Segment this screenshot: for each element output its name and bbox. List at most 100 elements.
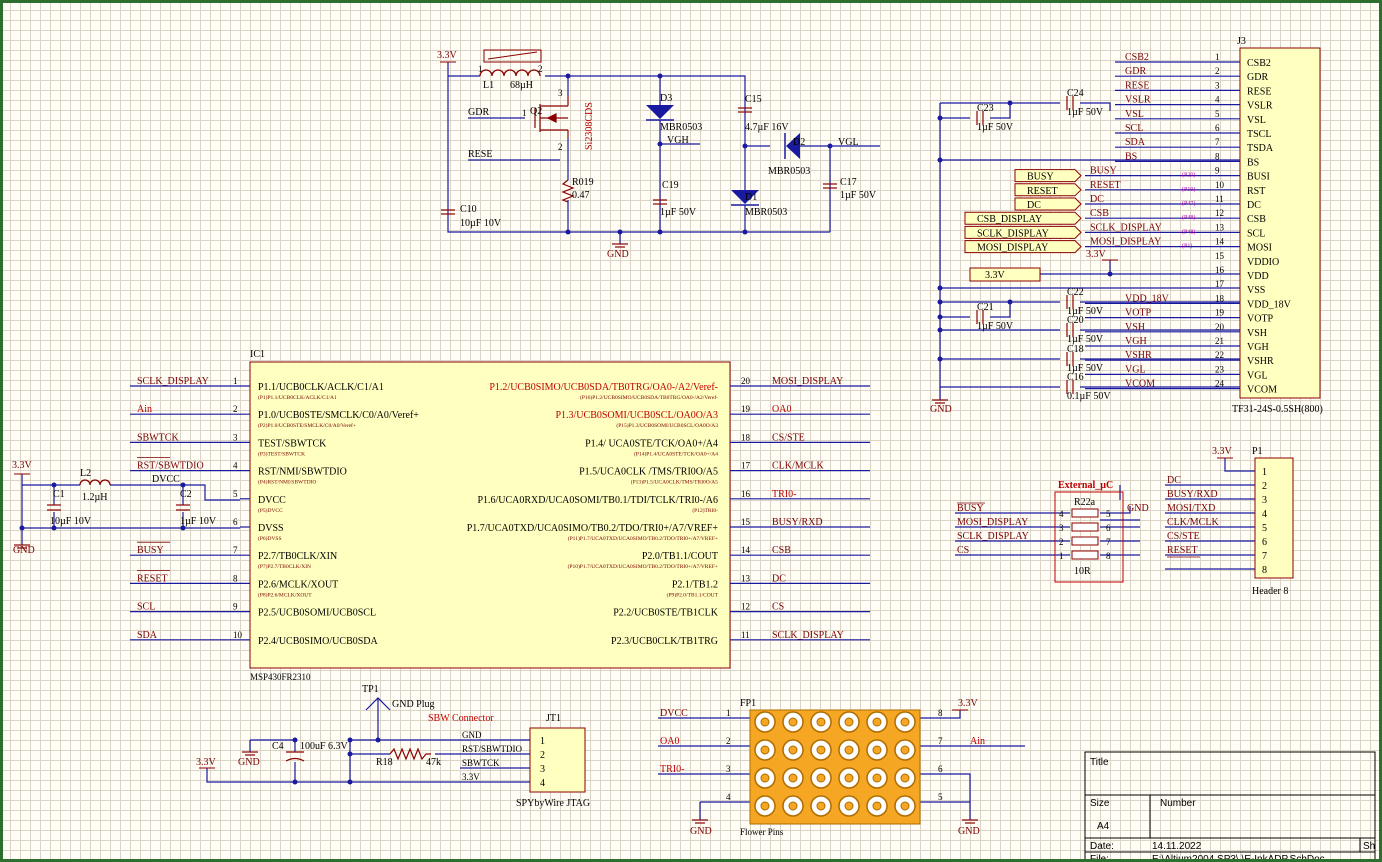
port-busy-label: BUSY bbox=[1027, 172, 1054, 183]
junctions-ic bbox=[19, 482, 186, 531]
c18-value: 1µF 50V bbox=[1067, 363, 1104, 374]
ic1-pin-13-number: 13 bbox=[741, 573, 751, 583]
flower-pad-0-1 bbox=[788, 717, 798, 727]
j3-pin-18-name: VDD_18V bbox=[1247, 299, 1292, 310]
ic1-pin-11-number: 11 bbox=[741, 630, 750, 640]
j3-pin-12-name: CSB bbox=[1247, 214, 1266, 225]
ic1-pin-1-label: P1.1/UCB0CLK/ACLK/C1/A1 bbox=[258, 382, 384, 393]
c4-value: 100uF 6.3V bbox=[300, 741, 349, 752]
power-3v3-p1: 3.3V bbox=[1212, 446, 1233, 457]
ic1-pin-8-number: 8 bbox=[233, 573, 238, 583]
j3-pin-3-name: RESE bbox=[1247, 86, 1271, 97]
capacitor-c10 bbox=[441, 209, 455, 215]
flower-pad-1-3 bbox=[844, 745, 854, 755]
ic1-net-9: SCL bbox=[137, 602, 155, 613]
r22a-element-2 bbox=[1071, 536, 1099, 546]
ic1-pin-20-sub: (P16)P1.2/UCB0SIMO/UCB0SDA/TB0TRG/OA0-/A… bbox=[580, 394, 718, 401]
jt1-pin-1: 1 bbox=[540, 736, 545, 747]
fp1-ref: FP1 bbox=[740, 698, 756, 709]
date-label: Date: bbox=[1090, 841, 1114, 852]
flower-pad-3-1 bbox=[788, 801, 798, 811]
j3-net-18: VDD_18V bbox=[1125, 293, 1170, 304]
gnd-label-j3: GND bbox=[930, 404, 952, 415]
j3-pin-2-name: GDR bbox=[1247, 72, 1268, 83]
r019-ref: R019 bbox=[572, 177, 594, 188]
jt1-net-3: SBWTCK bbox=[462, 758, 500, 768]
j3-pin-19-name: VOTP bbox=[1247, 314, 1274, 325]
p1-pin-8: 8 bbox=[1262, 565, 1267, 576]
j3-net-3: RESE bbox=[1125, 80, 1149, 91]
tp1-symbol bbox=[365, 697, 391, 711]
flower-pad-0-3 bbox=[844, 717, 854, 727]
j3-pin-1-name: CSB2 bbox=[1247, 58, 1271, 69]
l2-ref: L2 bbox=[80, 468, 91, 479]
fp1-pin-6: 6 bbox=[938, 764, 943, 774]
ic1-pin-9-label: P2.5/UCB0SOMI/UCB0SCL bbox=[258, 608, 376, 619]
r22a-value: 10R bbox=[1074, 566, 1091, 577]
c19-value: 1µF 50V bbox=[660, 207, 697, 218]
p1-net-7: RESET bbox=[1167, 545, 1198, 556]
l1-ref: L1 bbox=[483, 80, 494, 91]
ic1-pin-11-label: P2.3/UCB0CLK/TB1TRG bbox=[611, 636, 718, 647]
d1-ref: D1 bbox=[745, 192, 757, 203]
j3-pin-19-number: 19 bbox=[1215, 308, 1225, 318]
j3-net-12: CSB bbox=[1090, 208, 1109, 219]
ic1-pin-8-label: P2.6/MCLK/XOUT bbox=[258, 579, 338, 590]
c20-value: 1µF 50V bbox=[1067, 334, 1104, 345]
j3-pin-20-number: 20 bbox=[1215, 322, 1225, 332]
ic1-pin-13-sub: (P9)P2.0/TB1.1/COUT bbox=[667, 591, 719, 598]
flower-pad-0-0 bbox=[760, 717, 770, 727]
ic1-pin-20-number: 20 bbox=[741, 376, 751, 386]
j3-net-22: VSHR bbox=[1125, 350, 1152, 361]
gnd-label-jtag: GND bbox=[238, 757, 260, 768]
ic1-net-8: RESET bbox=[137, 573, 168, 584]
ic1-net-14: CSB bbox=[772, 545, 791, 556]
fp1-net-3: TRI0- bbox=[660, 764, 684, 775]
ic1-part: MSP430FR2310 bbox=[250, 672, 311, 682]
fp1-pin-2: 2 bbox=[726, 736, 731, 746]
j3-pin-7-number: 7 bbox=[1215, 137, 1220, 147]
port-sclk-display bbox=[964, 225, 1082, 239]
flower-pad-2-5 bbox=[900, 773, 910, 783]
j3-pin-17-number: 17 bbox=[1215, 279, 1225, 289]
size-value: A4 bbox=[1097, 821, 1110, 832]
j3-net-19: VOTP bbox=[1125, 308, 1152, 319]
flower-pad-0-4 bbox=[872, 717, 882, 727]
r22a-element-3 bbox=[1071, 522, 1099, 532]
r22a-pin-right-1: 6 bbox=[1106, 523, 1111, 533]
r22a-pin-2: 2 bbox=[1059, 537, 1064, 547]
gnd-label-fp-left: GND bbox=[690, 826, 712, 837]
j3-pin-7-name: TSDA bbox=[1247, 143, 1274, 154]
power-3v3-j3: 3.3V bbox=[1086, 249, 1107, 260]
fp1-pin-4: 4 bbox=[726, 792, 731, 802]
j3-net-2: GDR bbox=[1125, 66, 1146, 77]
ic1-pin-5-sub: (P5)DVCC bbox=[258, 507, 283, 514]
ic1-net-20: MOSI_DISPLAY bbox=[772, 376, 843, 387]
c17-ref: C17 bbox=[840, 177, 857, 188]
r22a-pin-right-0: 5 bbox=[1106, 509, 1111, 519]
j3-pin-15-number: 15 bbox=[1215, 251, 1225, 261]
ic1-pin-2-sub: (P2)P1.0/UCB0STE/SMCLK/C0/A0/Veref+ bbox=[258, 422, 356, 429]
fp1-pin-5: 5 bbox=[938, 792, 943, 802]
c23-value: 1µF 50V bbox=[977, 122, 1014, 133]
j3-pin-8-name: BS bbox=[1247, 157, 1259, 168]
p1-net-3: BUSY/RXD bbox=[1167, 489, 1218, 500]
j3-pin-16-number: 16 bbox=[1215, 265, 1225, 275]
c15-ref: C15 bbox=[745, 94, 762, 105]
ic1-net-13: DC bbox=[772, 573, 786, 584]
net-rese: RESE bbox=[468, 149, 492, 160]
j3-pin-11-number: 11 bbox=[1215, 194, 1224, 204]
j3-pin-6-number: 6 bbox=[1215, 123, 1220, 133]
gnd-symbol-jtag bbox=[242, 751, 258, 756]
j3-pin-14-name: MOSI bbox=[1247, 243, 1272, 254]
ic1-net-18: CS/STE bbox=[772, 432, 805, 443]
port-reset-label: RESET bbox=[1027, 186, 1058, 197]
fp1-pin-3: 3 bbox=[726, 764, 731, 774]
ic1-net-12: CS bbox=[772, 602, 784, 613]
j3-net-4: VSLR bbox=[1125, 95, 1151, 106]
gnd-label-fp-right: GND bbox=[958, 826, 980, 837]
gnd-symbol-j3 bbox=[932, 399, 948, 404]
l2-value: 1.2µH bbox=[82, 492, 107, 503]
c2-ref: C2 bbox=[180, 489, 192, 500]
